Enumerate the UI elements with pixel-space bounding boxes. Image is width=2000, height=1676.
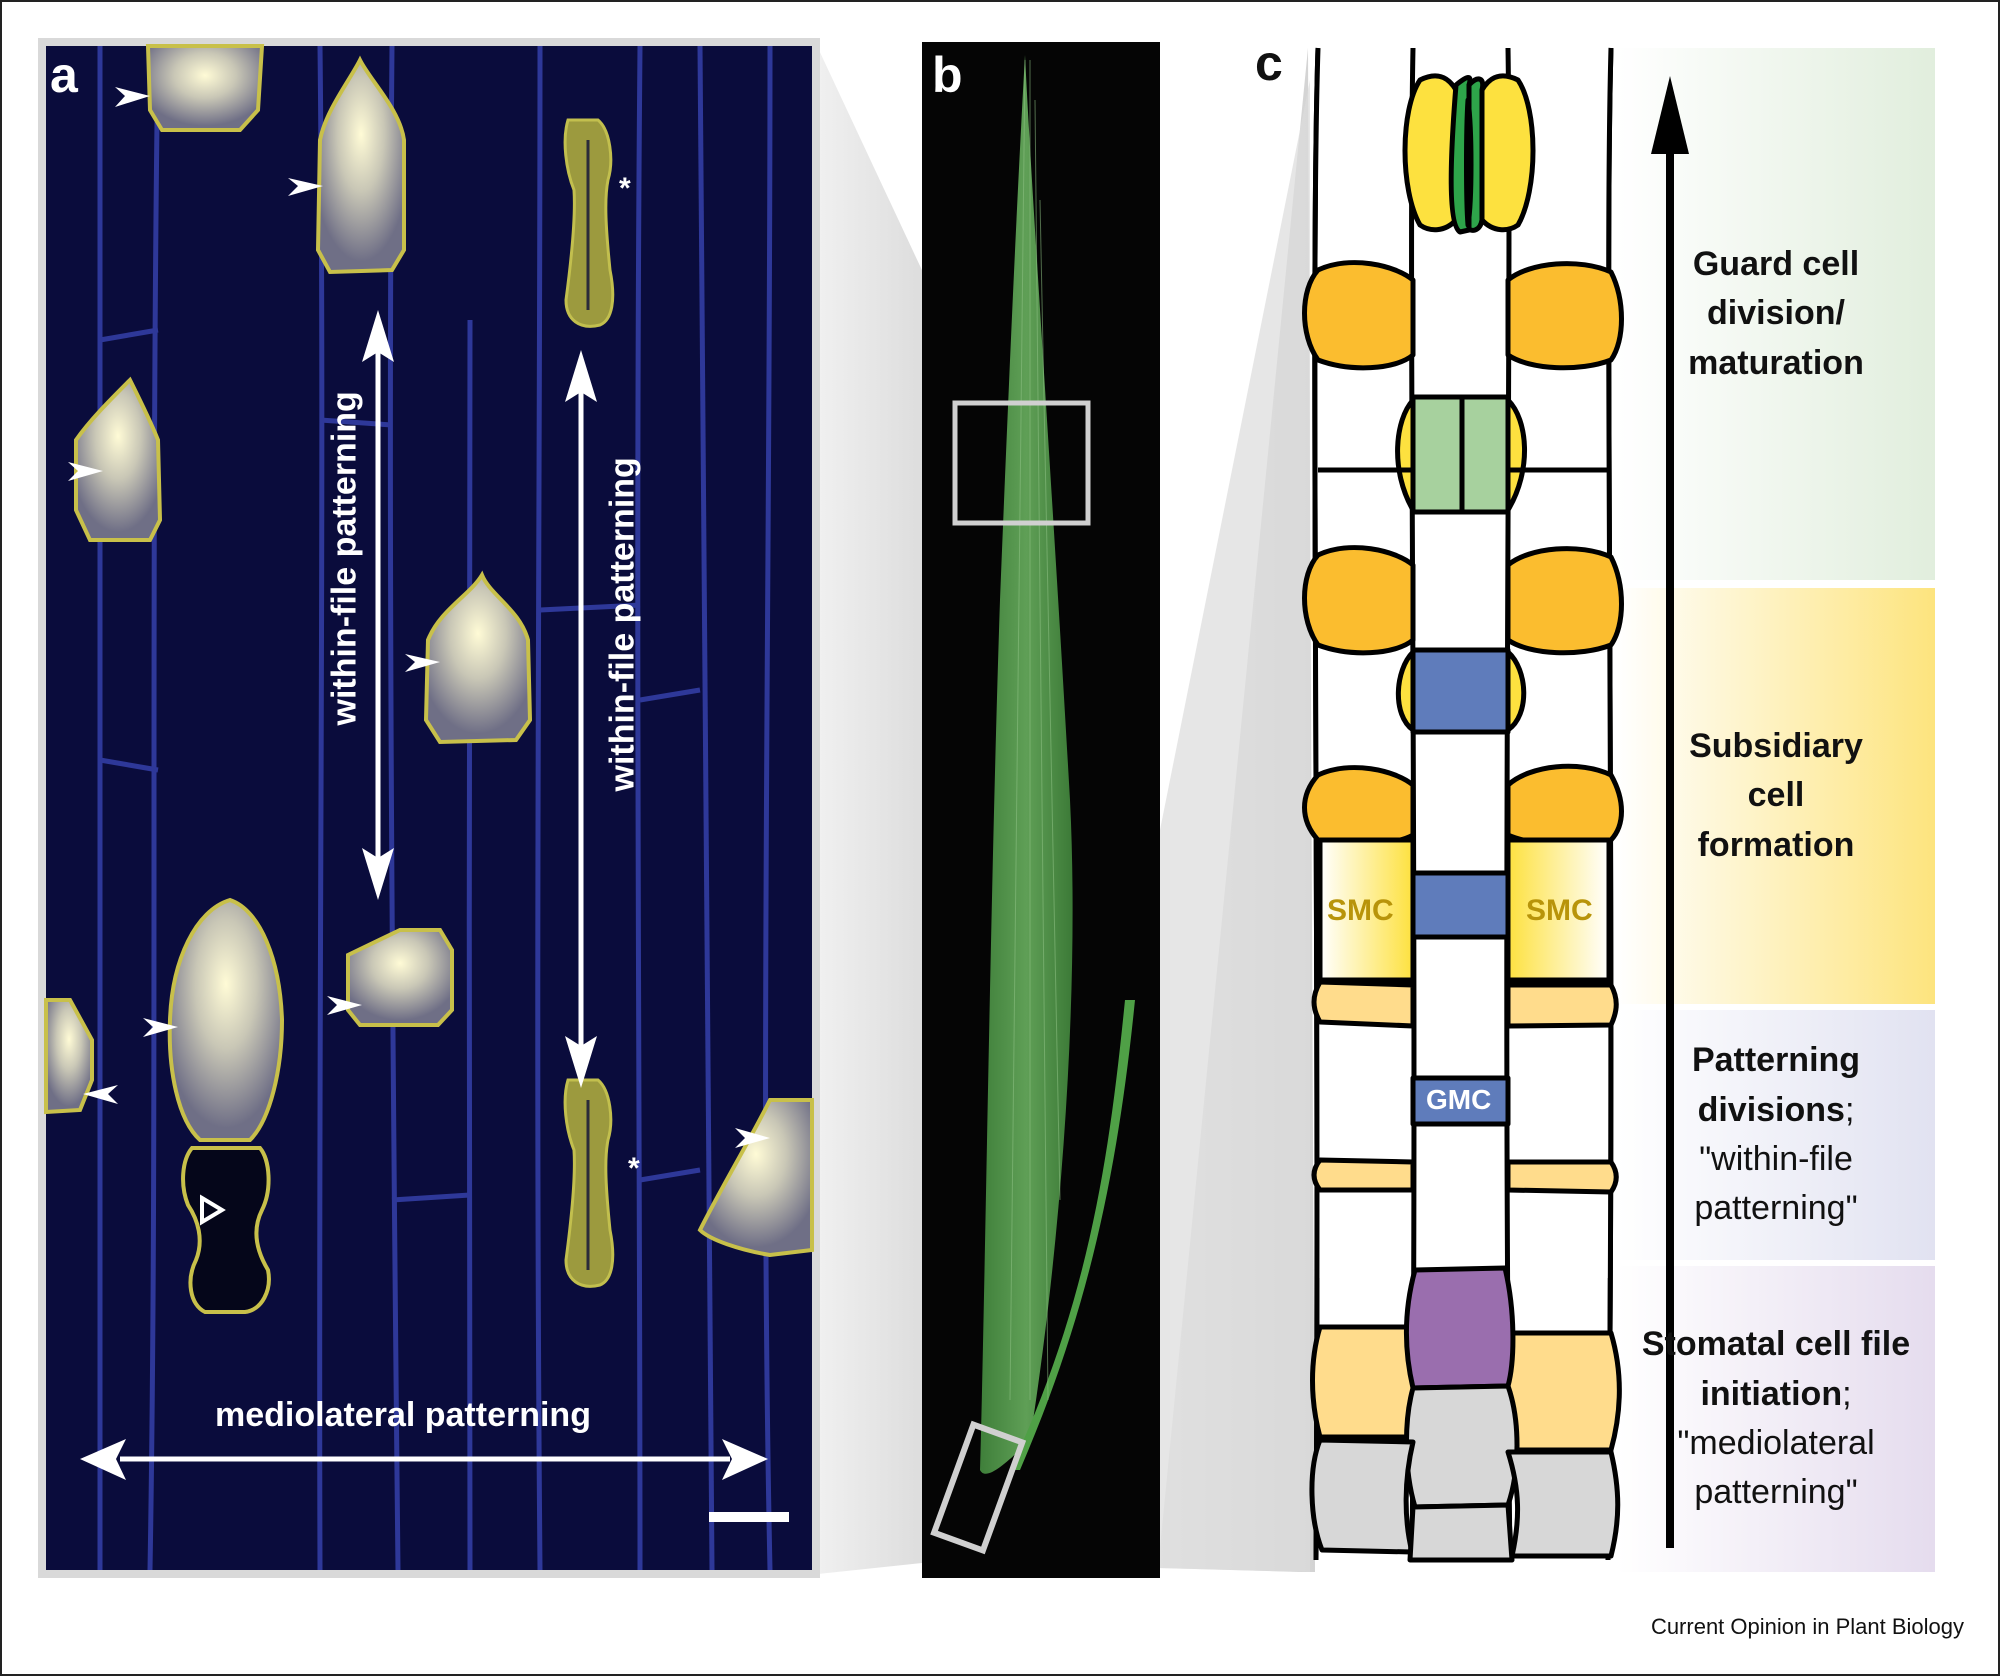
panel-label-a: a	[50, 47, 78, 103]
smc-label-left: SMC	[1327, 894, 1394, 927]
mediolateral-label: mediolateral patterning	[215, 1396, 591, 1434]
mediolateral-arrow	[80, 1439, 768, 1480]
within-file-label-2: within-file patterning	[603, 457, 642, 792]
semicolon: ;	[1844, 1090, 1855, 1129]
leaf-photo-panel-b	[922, 42, 1160, 1578]
panel-label-c: c	[1255, 35, 1283, 91]
stage-patterning-divisions: Patterning divisions; "within-file patte…	[1617, 1010, 1935, 1260]
micrograph-panel-a	[38, 38, 820, 1578]
arrowhead-marker	[288, 178, 323, 196]
stage-subtitle: "within-file patterning"	[1694, 1140, 1858, 1228]
journal-credit: Current Opinion in Plant Biology	[1650, 1614, 1964, 1639]
arrowhead-marker	[143, 1018, 178, 1037]
smc-label-right: SMC	[1526, 894, 1593, 927]
stage-guard-cell-maturation: Guard cell division/ maturation	[1617, 48, 1935, 580]
within-file-label-1: within-file patterning	[325, 391, 364, 726]
stage-title-line: Patterning divisions;	[1617, 1036, 1935, 1135]
asterisk-marker: *	[628, 1152, 640, 1185]
stage-title-line: Stomatal cell file initiation;	[1636, 1320, 1916, 1419]
asterisk-marker: *	[619, 172, 631, 205]
arrowhead-marker	[68, 462, 103, 481]
gmc-label: GMC	[1426, 1084, 1492, 1115]
leaf-region-box-bottom	[930, 1420, 1027, 1555]
arrowhead-marker	[327, 996, 362, 1015]
panel-label-b: b	[932, 47, 963, 103]
scale-bar	[709, 1512, 789, 1522]
stage-subtitle: "mediolateral patterning"	[1677, 1424, 1875, 1512]
stomatal-file-diagram	[1302, 47, 1624, 1563]
development-arrow	[1651, 76, 1689, 1548]
arrowhead-marker	[735, 1128, 770, 1148]
leaf-region-box-top	[952, 400, 1091, 526]
semicolon: ;	[1842, 1374, 1852, 1413]
within-file-arrow-1	[362, 310, 394, 900]
arrow-up-icon	[1651, 76, 1689, 154]
stage-subsidiary-formation: Subsidiary cell formation	[1617, 588, 1935, 1004]
arrowhead-marker	[115, 87, 150, 107]
stage-title: Subsidiary cell formation	[1689, 727, 1863, 864]
stage-title: Stomatal cell file initiation	[1641, 1325, 1911, 1413]
stage-file-initiation: Stomatal cell file initiation; "mediolat…	[1617, 1266, 1935, 1572]
zoom-wedge-a	[818, 48, 950, 1574]
arrowhead-marker	[83, 1085, 118, 1104]
open-arrowhead-marker	[200, 1194, 226, 1226]
stage-title: Patterning divisions	[1691, 1041, 1861, 1129]
stage-title: Guard cell division/ maturation	[1688, 245, 1864, 382]
arrowhead-marker	[405, 654, 440, 672]
arrowheads-panel-a	[68, 87, 770, 1226]
within-file-arrow-2	[565, 350, 597, 1088]
